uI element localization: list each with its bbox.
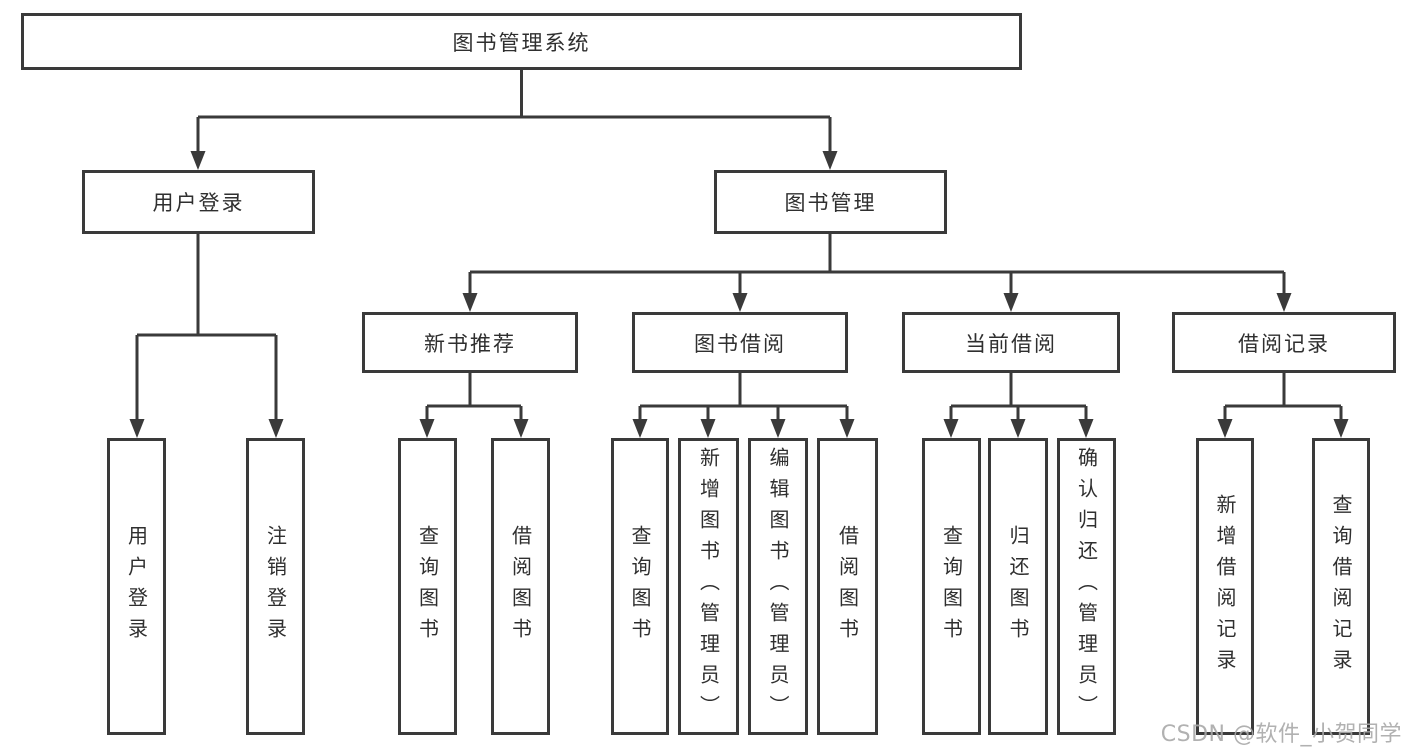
- node-add-book-admin: 新增图书（管理员）: [678, 438, 739, 735]
- node-logout-leaf: 注销登录: [246, 438, 305, 735]
- csdn-watermark: CSDN @软件_小贺同学: [1160, 722, 1402, 747]
- node-borrow-books-recommend: 借阅图书: [491, 438, 550, 735]
- node-book-borrow-label: 图书借阅: [694, 331, 786, 356]
- node-query-books-current: 查询图书: [922, 438, 981, 735]
- node-new-book-recommend: 新书推荐: [362, 312, 578, 373]
- node-library-system: 图书管理系统: [21, 13, 1022, 70]
- node-add-borrow-record-label: 新增借阅记录: [1213, 493, 1237, 680]
- node-query-books-recommend-label: 查询图书: [415, 524, 440, 649]
- node-current-borrow: 当前借阅: [902, 312, 1120, 373]
- node-user-login: 用户登录: [82, 170, 315, 234]
- node-borrow-records-label: 借阅记录: [1238, 331, 1330, 356]
- node-book-management: 图书管理: [714, 170, 947, 234]
- node-edit-book-admin-label: 编辑图书（管理员）: [766, 447, 790, 726]
- node-user-login-leaf-label: 用户登录: [124, 524, 149, 649]
- node-query-books-borrow: 查询图书: [611, 438, 669, 735]
- node-query-books-borrow-label: 查询图书: [628, 524, 652, 649]
- node-new-book-recommend-label: 新书推荐: [424, 331, 516, 356]
- node-query-borrow-record-label: 查询借阅记录: [1329, 493, 1353, 680]
- node-logout-leaf-label: 注销登录: [263, 524, 288, 649]
- node-add-book-admin-label: 新增图书（管理员）: [696, 447, 721, 726]
- node-return-book: 归还图书: [988, 438, 1048, 735]
- node-borrow-records: 借阅记录: [1172, 312, 1396, 373]
- node-query-books-recommend: 查询图书: [398, 438, 457, 735]
- node-borrow-books-leaf: 借阅图书: [817, 438, 878, 735]
- node-add-borrow-record: 新增借阅记录: [1196, 438, 1254, 735]
- node-current-borrow-label: 当前借阅: [965, 331, 1057, 356]
- node-confirm-return-admin-label: 确认归还（管理员）: [1074, 447, 1099, 726]
- node-book-borrow: 图书借阅: [632, 312, 848, 373]
- node-edit-book-admin: 编辑图书（管理员）: [748, 438, 808, 735]
- node-book-management-label: 图书管理: [784, 191, 877, 215]
- node-confirm-return-admin: 确认归还（管理员）: [1057, 438, 1116, 735]
- node-user-login-leaf: 用户登录: [107, 438, 166, 735]
- node-borrow-books-leaf-label: 借阅图书: [835, 524, 860, 649]
- node-return-book-label: 归还图书: [1006, 524, 1030, 649]
- node-borrow-books-recommend-label: 借阅图书: [508, 524, 533, 649]
- node-library-system-label: 图书管理系统: [452, 30, 591, 55]
- node-query-borrow-record: 查询借阅记录: [1312, 438, 1370, 735]
- node-user-login-label: 用户登录: [152, 191, 245, 215]
- node-query-books-current-label: 查询图书: [939, 524, 964, 649]
